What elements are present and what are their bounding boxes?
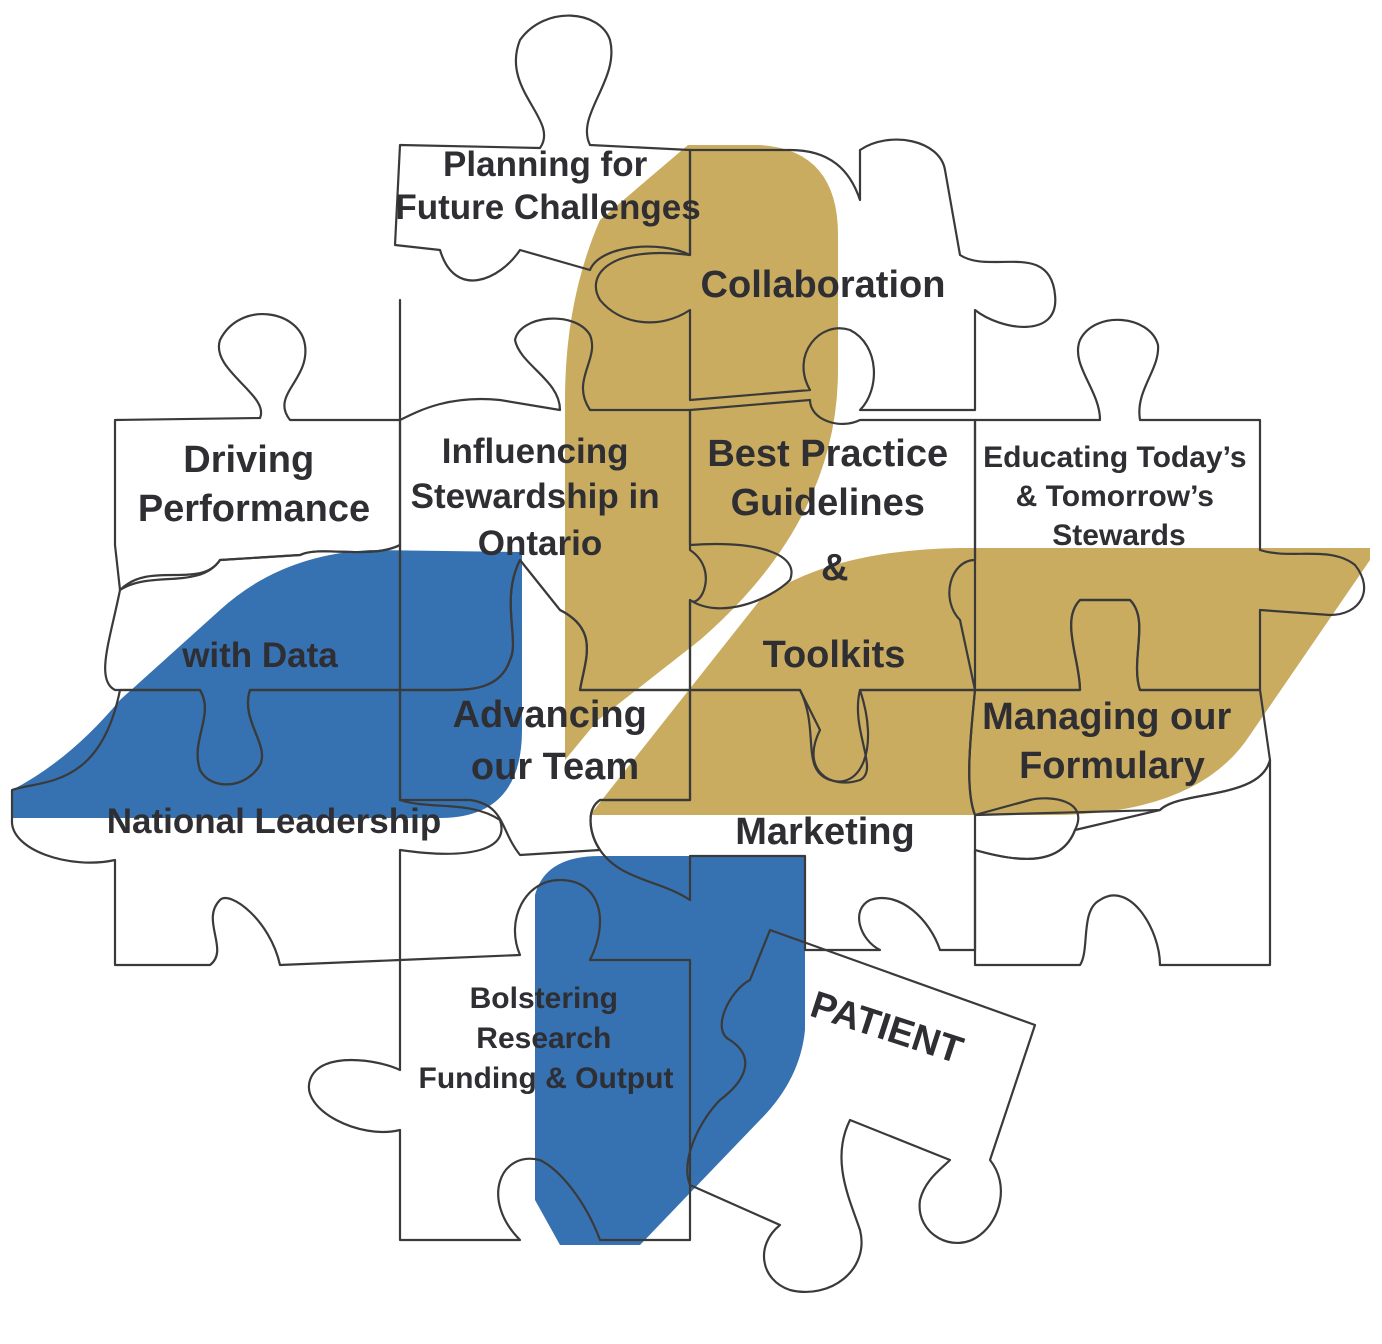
- blue-lower-band: [535, 856, 805, 1245]
- gold-horizontal-band: [590, 548, 1370, 815]
- blue-left-band: [12, 550, 522, 818]
- label-managing: Managing our Formulary: [982, 696, 1242, 787]
- label-with-data: with Data: [181, 636, 338, 675]
- piece-bolstering-outline: [307, 878, 692, 1242]
- piece-advancing-outline: [398, 558, 692, 857]
- gold-vertical-band: [565, 145, 838, 760]
- label-patient: PATIENT: [806, 984, 968, 1072]
- logo-bands: [12, 145, 1370, 1245]
- label-bolstering: Bolstering Research Funding & Output: [419, 982, 674, 1095]
- label-planning: Planning for Future Challenges: [395, 145, 700, 227]
- piece-patient-outline: [686, 928, 1037, 1293]
- piece-collaboration-outline: [594, 138, 1057, 412]
- piece-outlines: [10, 14, 1366, 1293]
- piece-national-outline: [10, 688, 503, 967]
- label-best-practice: Best Practice Guidelines & Toolkits: [707, 433, 958, 676]
- piece-marketing-outline: [589, 688, 1080, 952]
- piece-driving-outline: [113, 313, 402, 592]
- label-influencing: Influencing Stewardship in Ontario: [411, 432, 670, 563]
- label-driving: Driving Performance: [138, 439, 370, 530]
- piece-right-lower-outline: [973, 758, 1272, 967]
- piece-planning-outline: [393, 14, 692, 282]
- label-national: National Leadership: [107, 802, 442, 841]
- piece-labels: Planning for Future Challenges Collabora…: [107, 145, 1255, 1095]
- label-marketing: Marketing: [735, 811, 914, 853]
- label-advancing: Advancing our Team: [453, 694, 658, 788]
- label-collaboration: Collaboration: [701, 264, 946, 306]
- label-educating: Educating Today’s & Tomorrow’s Stewards: [983, 441, 1255, 552]
